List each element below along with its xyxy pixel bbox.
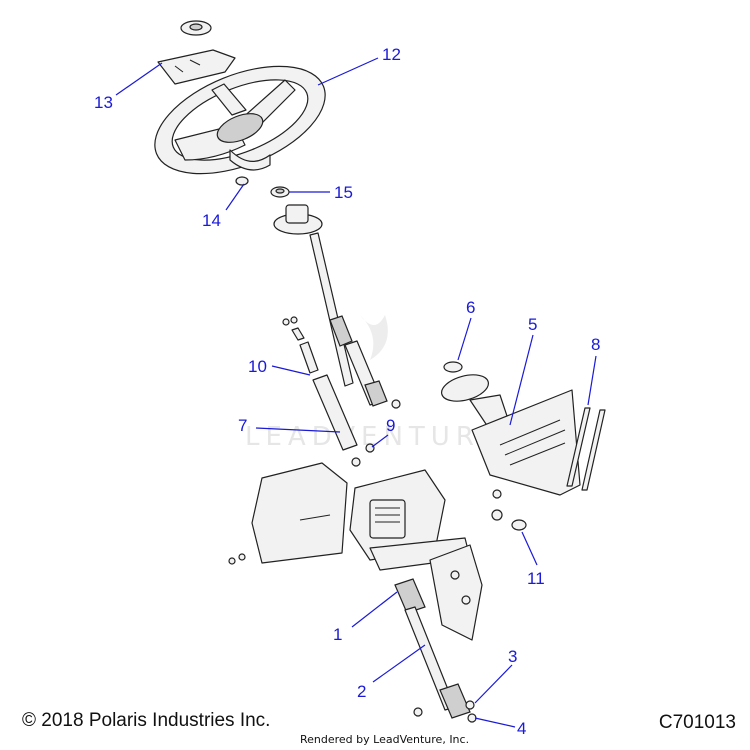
callout-7: 7	[238, 416, 341, 435]
part-lower-shaft	[394, 578, 477, 723]
callout-11: 11	[521, 531, 545, 588]
callout-15: 15	[289, 183, 353, 202]
diagram-code: C701013	[658, 712, 736, 733]
part-eps-unit	[349, 469, 471, 571]
callout-2: 2	[357, 644, 426, 701]
part-gas-strut	[282, 316, 375, 467]
part-mount-bracket	[441, 374, 581, 521]
callout-10: 10	[248, 357, 311, 376]
part-nut-11	[511, 519, 527, 531]
part-lower-bracket	[429, 544, 483, 641]
part-bolts-8	[566, 407, 606, 491]
part-upper-column	[273, 204, 401, 409]
callout-1: 1	[333, 591, 398, 644]
callout-14-label: 14	[202, 211, 221, 230]
watermark: LEADVENTURE	[245, 315, 496, 452]
callout-15-label: 15	[334, 183, 353, 202]
callout-3-label: 3	[508, 647, 517, 666]
callout-8: 8	[587, 335, 600, 406]
callout-1-label: 1	[333, 625, 342, 644]
callout-9: 9	[371, 416, 395, 448]
callout-10-label: 10	[248, 357, 267, 376]
callout-11-label: 11	[527, 569, 545, 588]
callout-9-label: 9	[386, 416, 395, 435]
callout-13: 13	[94, 62, 163, 112]
callout-3: 3	[474, 647, 517, 704]
callout-4-label: 4	[517, 719, 526, 738]
part-steering-wheel	[154, 65, 326, 175]
callout-5-label: 5	[528, 315, 537, 334]
part-cover	[228, 462, 348, 565]
part-horn-pad	[157, 49, 236, 85]
part-cap-top	[180, 20, 212, 36]
callout-12-label: 12	[382, 45, 401, 64]
callout-8-label: 8	[591, 335, 600, 354]
callout-2-label: 2	[357, 682, 366, 701]
callout-4: 4	[474, 717, 526, 738]
rendered-by-text: Rendered by LeadVenture, Inc.	[300, 733, 470, 746]
callout-6: 6	[457, 298, 475, 361]
part-bushing-15	[270, 186, 290, 198]
callout-7-label: 7	[238, 416, 247, 435]
callout-14: 14	[202, 183, 245, 230]
copyright-text: © 2018 Polaris Industries Inc.	[22, 710, 271, 731]
callout-12: 12	[317, 45, 401, 86]
callout-13-label: 13	[94, 93, 113, 112]
callout-5: 5	[509, 315, 537, 426]
part-bushing-14	[235, 176, 249, 186]
callout-6-label: 6	[466, 298, 475, 317]
part-bushing-6	[443, 361, 463, 373]
